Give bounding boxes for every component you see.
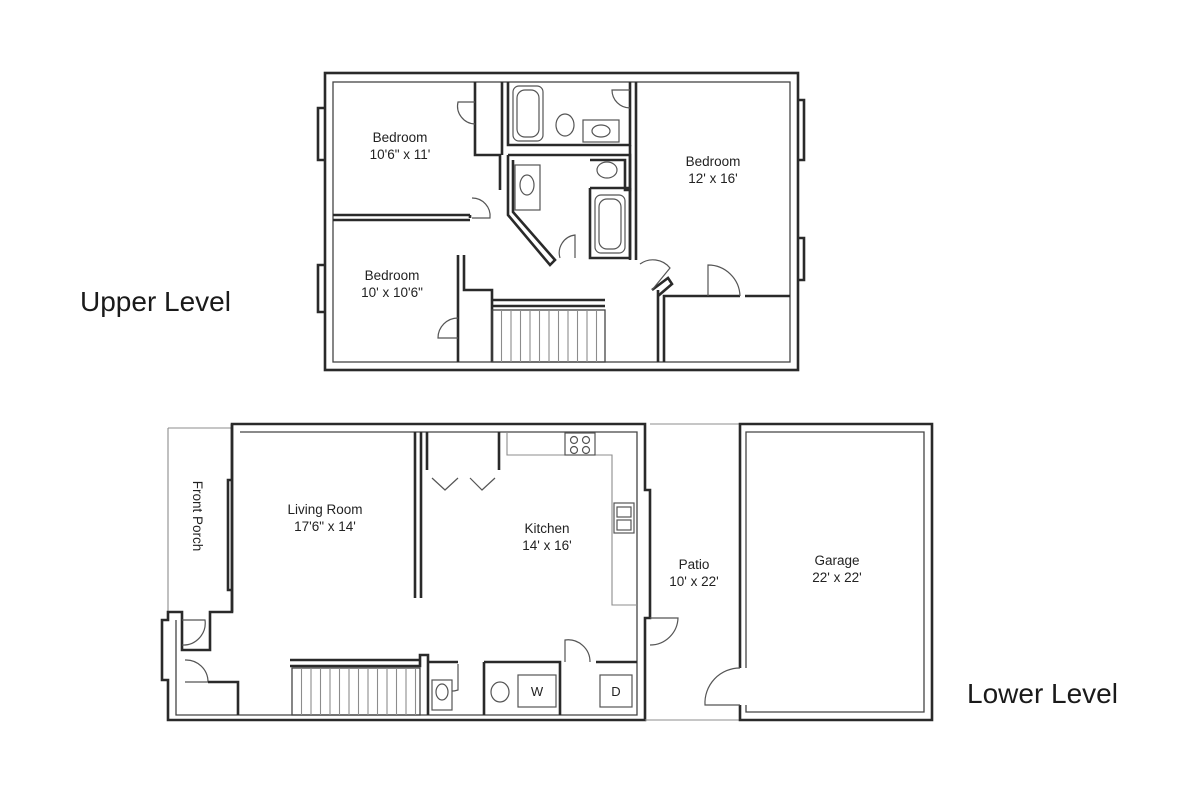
sink-basin-upper-b [519, 174, 535, 196]
bedroom-c-name: Bedroom [365, 268, 420, 283]
burner [581, 445, 591, 455]
living-room-size: 17'6" x 14' [294, 519, 356, 534]
bathtub-upper-b-inner [598, 198, 622, 250]
kitchen-size: 14' x 16' [522, 538, 571, 553]
stair-outline [291, 667, 421, 716]
garage-inner-wall [745, 431, 925, 713]
powder-toilet [490, 681, 510, 703]
stairs-lower [291, 667, 421, 716]
laundry-door [564, 639, 591, 663]
hall-door [639, 259, 671, 291]
stairs-upper [491, 309, 606, 363]
closet-wall [473, 82, 504, 190]
bedroom-b-name: Bedroom [686, 154, 741, 169]
lower-level-plan: W D [160, 422, 934, 722]
bedroom-b-wall [628, 82, 638, 260]
bath-door-a [611, 89, 631, 109]
porch-wall [208, 680, 240, 715]
powder-sink-basin [435, 683, 449, 701]
front-porch-outline [167, 427, 232, 612]
dryer [599, 674, 633, 708]
patio-name: Patio [679, 557, 710, 572]
window-jog [798, 98, 806, 282]
toilet-upper-b [596, 161, 618, 179]
pantry-door-right [469, 477, 496, 491]
toilet-upper-a [555, 113, 575, 137]
garage-name: Garage [814, 553, 859, 568]
bedroom-c-wall [456, 255, 494, 362]
bath-door-b [558, 234, 576, 259]
stair-wall [492, 298, 605, 308]
closet-door [456, 101, 476, 125]
dryer-label: D [611, 684, 620, 699]
living-room-name: Living Room [287, 502, 362, 517]
front-door-swing-b [184, 659, 209, 683]
lower-level-label: Lower Level [967, 678, 1118, 709]
hall-wall [656, 290, 790, 362]
window-jog [316, 106, 325, 314]
pantry-wall [425, 432, 501, 470]
upper-level-label: Upper Level [80, 286, 231, 317]
kitchen-counter [506, 432, 637, 606]
burner [581, 435, 591, 445]
sink-basin-upper-a [591, 124, 611, 138]
bedroom-a-door [471, 197, 491, 219]
kitchen-sink-basin [616, 506, 632, 518]
bedroom-a-wall [333, 213, 472, 222]
bath-wall [506, 82, 632, 147]
window-jog [226, 424, 234, 612]
garage-door [704, 667, 741, 706]
kitchen-sink-basin [616, 519, 632, 531]
front-door [181, 619, 206, 646]
bath2-wall [506, 153, 632, 267]
living-kitchen-wall [413, 432, 423, 598]
washer-label: W [531, 684, 544, 699]
kitchen-name: Kitchen [524, 521, 569, 536]
bedroom-c-size: 10' x 10'6" [361, 285, 423, 300]
bedroom-a-name: Bedroom [373, 130, 428, 145]
room-labels: Bedroom 10'6" x 11' Bedroom 12' x 16' Be… [190, 130, 862, 589]
powder-room-wall [428, 660, 562, 715]
washer [517, 674, 557, 708]
upper-outer-wall [323, 71, 800, 372]
upper-level-plan [316, 71, 806, 372]
patio-size: 10' x 22' [669, 574, 718, 589]
front-porch-name: Front Porch [190, 481, 205, 552]
bedroom-b-size: 12' x 16' [688, 171, 737, 186]
stair-wall-lower [290, 653, 430, 715]
storage-door [707, 264, 741, 297]
garage-outer-wall [738, 422, 934, 722]
burner [569, 435, 579, 445]
pantry-door-left [431, 477, 459, 491]
bedroom-a-size: 10'6" x 11' [370, 147, 431, 162]
kitchen-back-door [649, 617, 679, 646]
bathtub-upper-a-inner [516, 89, 540, 138]
stove [564, 432, 596, 456]
bedroom-c-closet-door [437, 317, 459, 339]
patio-outline [645, 423, 740, 721]
burner [569, 445, 579, 455]
lower-outer-wall [160, 422, 652, 722]
hall-diagonal [651, 276, 674, 297]
lower-inner-wall [175, 431, 638, 716]
garage-size: 22' x 22' [812, 570, 861, 585]
